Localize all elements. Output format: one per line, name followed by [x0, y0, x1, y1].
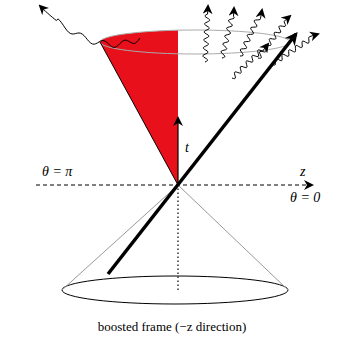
- theta-zero-label: θ = 0: [288, 190, 322, 205]
- figure-caption: boosted frame (−z direction): [0, 320, 344, 334]
- past-cone-base: [62, 276, 288, 304]
- z-axis: [36, 185, 312, 186]
- photon-line: [203, 6, 210, 62]
- future-cone-edge: [100, 42, 178, 185]
- photon-line: [258, 16, 290, 58]
- t-axis-label: t: [183, 140, 191, 155]
- photon-line: [272, 34, 318, 65]
- photon-line: [232, 44, 268, 79]
- t-axis-past: [177, 185, 178, 290]
- past-cone-edge: [178, 185, 288, 290]
- photon-line: [240, 10, 262, 56]
- past-cone-edge: [62, 185, 178, 290]
- photon-line: [40, 6, 140, 47]
- light-ray: [108, 34, 296, 274]
- t-axis: [177, 118, 178, 185]
- photon-line: [221, 8, 234, 58]
- z-axis-label: z: [298, 164, 307, 179]
- theta-pi-label: θ = π: [40, 164, 74, 179]
